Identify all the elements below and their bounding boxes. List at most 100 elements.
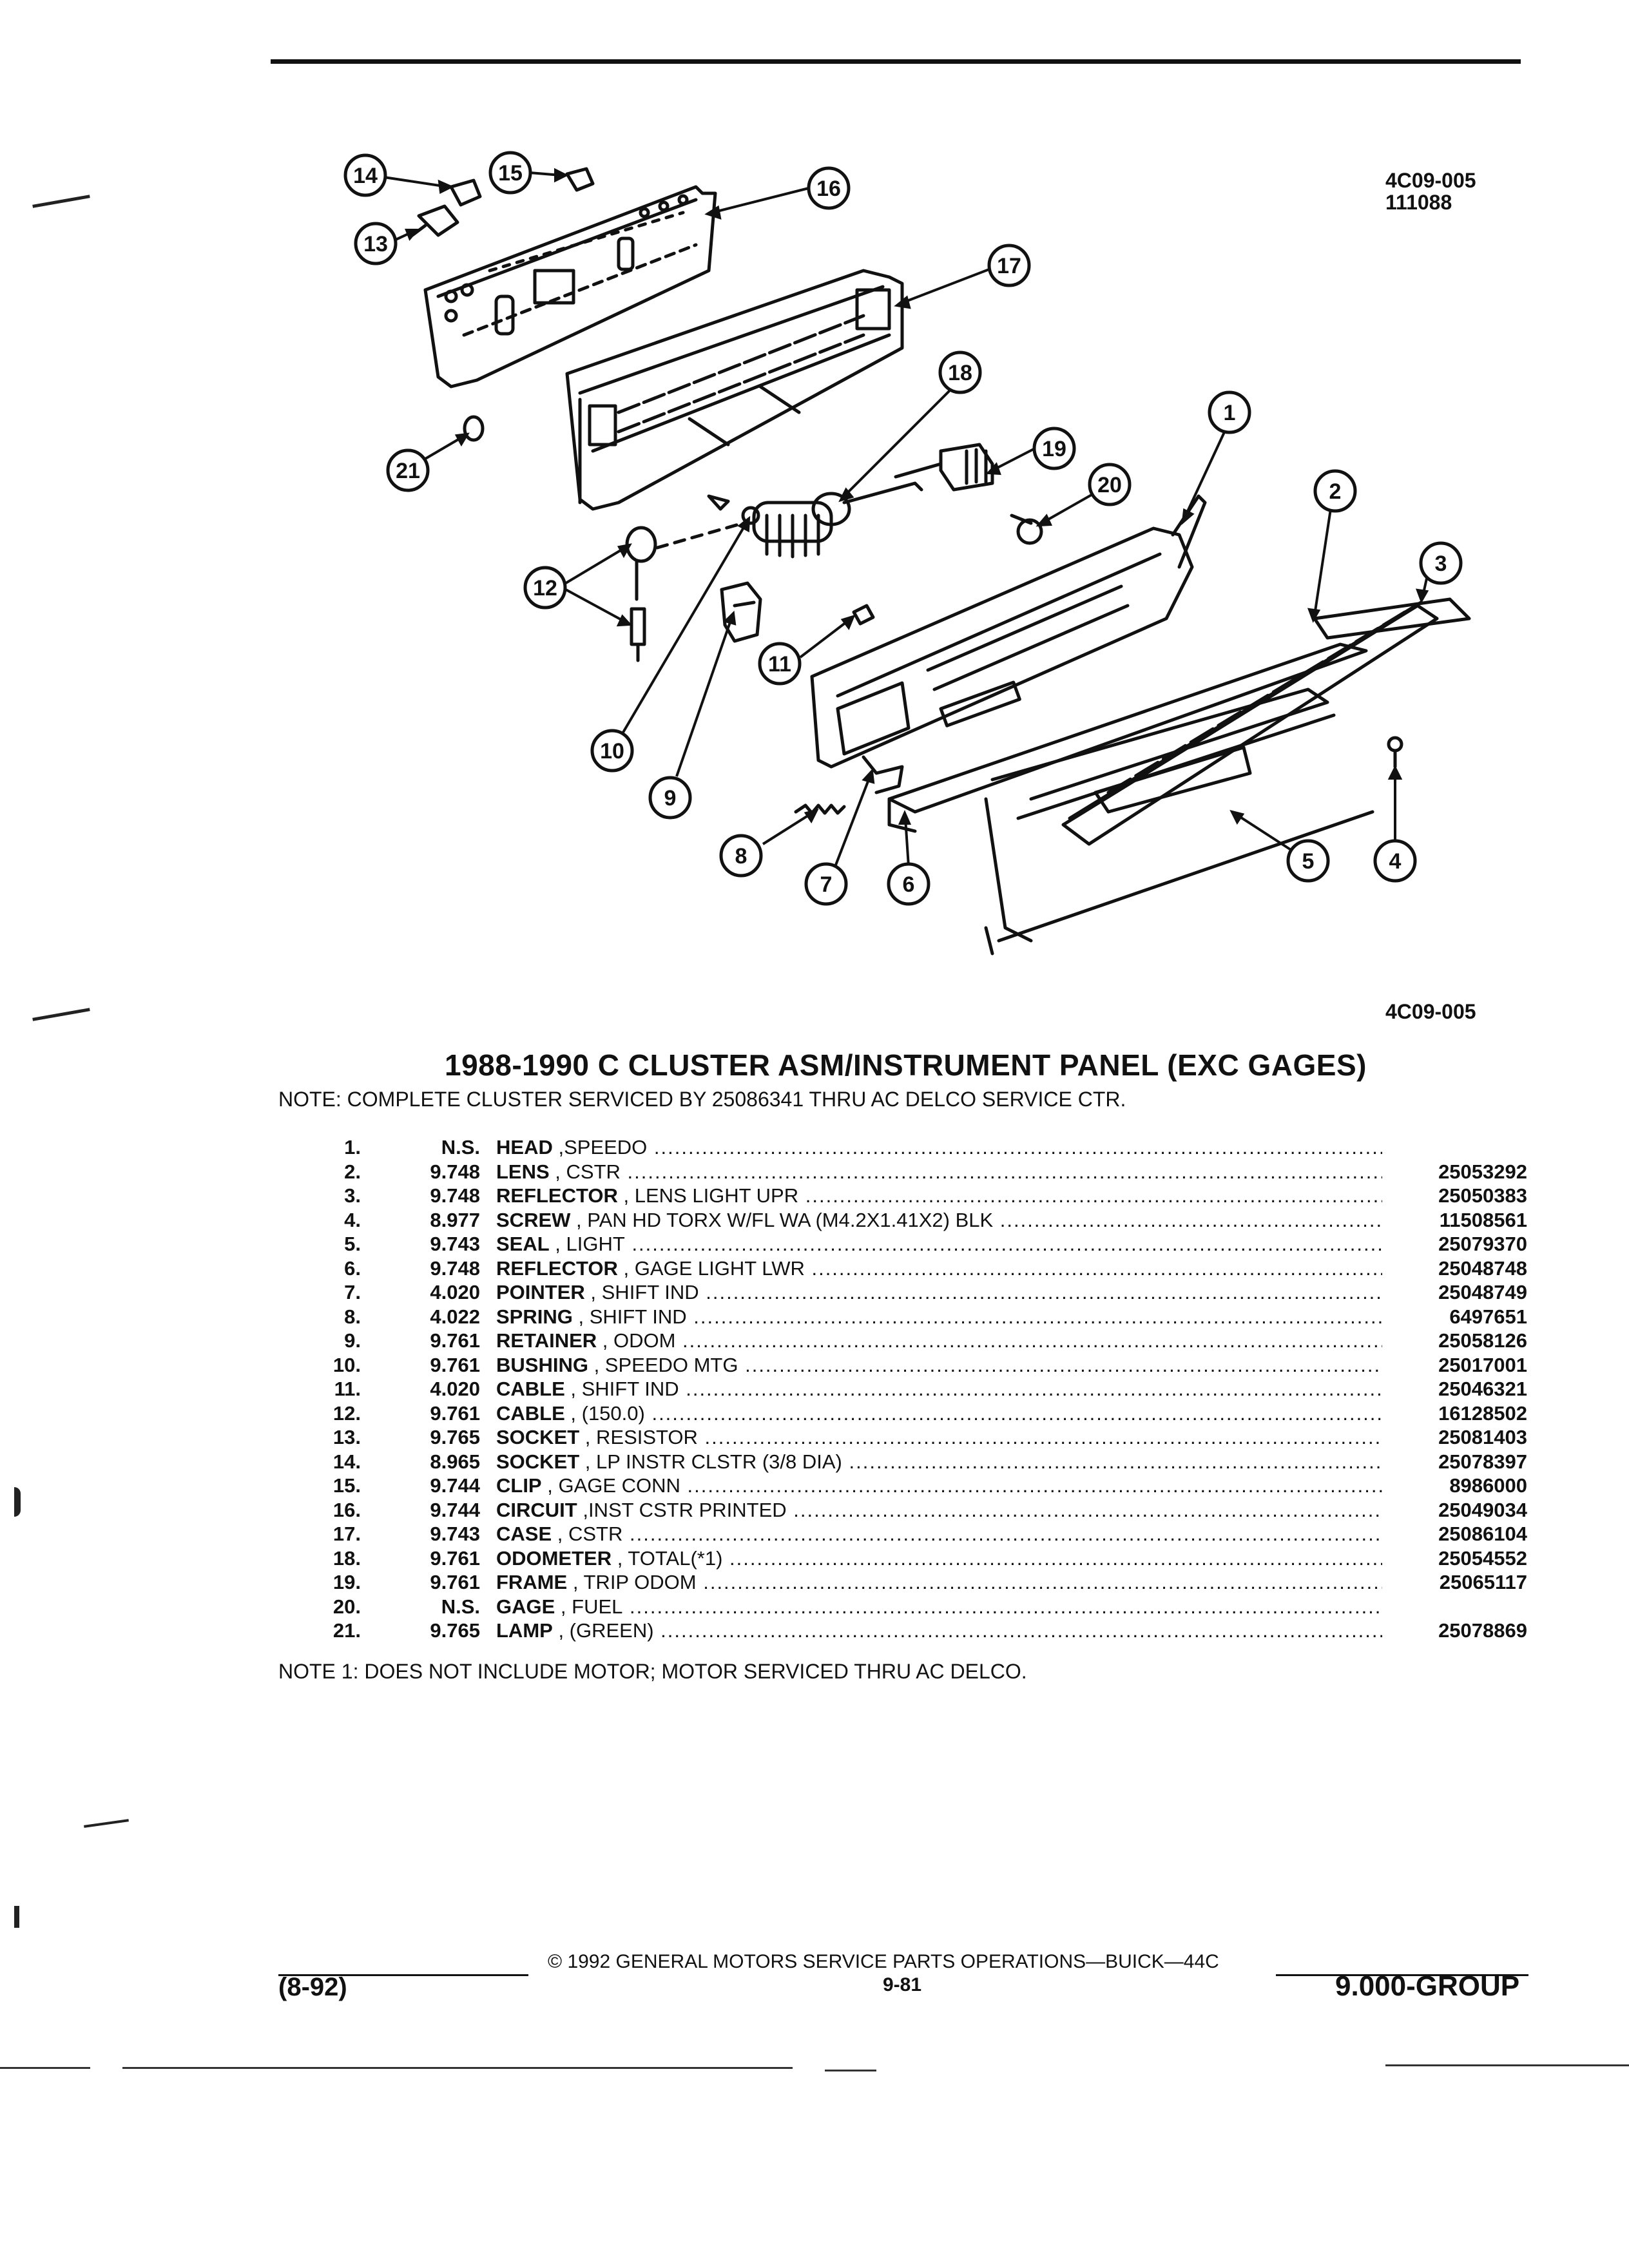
part-number: 25079370 (1389, 1232, 1527, 1256)
part-name: SPRING (496, 1305, 573, 1328)
fuel-gage-shape (1010, 514, 1043, 545)
lamp-socket-shape (449, 178, 482, 207)
pointer-shape (862, 755, 904, 794)
item-number: 6. (344, 1256, 361, 1280)
group-number: 9.748 (430, 1256, 480, 1280)
part-detail: , LENS LIGHT UPR (617, 1184, 799, 1207)
figure-ref-code-bottom: 4C09-005 (1385, 1000, 1476, 1023)
footer-copyright: © 1992 GENERAL MOTORS SERVICE PARTS OPER… (548, 1951, 1219, 1972)
gage-clip-shape (565, 167, 595, 192)
part-description: CABLE , SHIFT IND (496, 1377, 1382, 1401)
group-number: 9.743 (430, 1523, 480, 1545)
part-number: 6497651 (1389, 1304, 1527, 1329)
part-description: CIRCUIT ,INST CSTR PRINTED (496, 1498, 1382, 1523)
part-name: SCREW (496, 1208, 571, 1231)
top-rule (271, 59, 1521, 64)
part-name: CIRCUIT (496, 1498, 577, 1521)
item-number: 11. (334, 1378, 361, 1400)
group-number: 9.743 (430, 1233, 480, 1255)
callout-9: 9 (664, 786, 677, 811)
part-name: LAMP (496, 1619, 553, 1642)
callout-20: 20 (1097, 473, 1122, 497)
footer-rule-left (278, 1974, 528, 1976)
figure-ref-code-top: 4C09-005 (1385, 169, 1476, 192)
part-description: SOCKET , RESISTOR (496, 1425, 1382, 1450)
part-number: 25078397 (1389, 1449, 1527, 1474)
part-number: 25048748 (1389, 1256, 1527, 1280)
group-number: 9.761 (430, 1401, 480, 1425)
group-number: 9.761 (430, 1329, 480, 1352)
part-detail: , GAGE CONN (541, 1474, 680, 1497)
part-name: CASE (496, 1523, 552, 1545)
parts-row: 1.N.S.HEAD ,SPEEDO (309, 1135, 1527, 1160)
part-number: 11508561 (1389, 1207, 1527, 1232)
part-number: 25049034 (1389, 1497, 1527, 1522)
group-number: 9.761 (430, 1546, 480, 1570)
footer-page-number: 9-81 (883, 1974, 922, 1995)
part-number: 25086104 (1389, 1522, 1527, 1546)
part-description: HEAD ,SPEEDO (496, 1135, 1382, 1160)
part-detail: , SHIFT IND (572, 1305, 687, 1328)
group-number: 9.748 (430, 1184, 480, 1207)
part-number: 16128502 (1389, 1401, 1527, 1425)
part-name: REFLECTOR (496, 1256, 618, 1280)
group-number: 4.020 (430, 1378, 480, 1400)
part-name: SOCKET (496, 1426, 580, 1448)
group-number: 9.761 (430, 1353, 480, 1376)
cluster-case-shape (565, 269, 904, 511)
part-description: SOCKET , LP INSTR CLSTR (3/8 DIA) (496, 1450, 1382, 1474)
part-detail: , PAN HD TORX W/FL WA (M4.2X1.41X2) BLK (570, 1208, 994, 1231)
callout-16: 16 (816, 177, 841, 201)
part-name: FRAME (496, 1571, 568, 1593)
trip-frame-shape (939, 443, 994, 492)
part-detail: , SPEEDO MTG (588, 1353, 738, 1376)
part-number: 25054552 (1389, 1546, 1527, 1570)
item-number: 7. (344, 1281, 361, 1303)
part-detail: , GAGE LIGHT LWR (617, 1256, 805, 1280)
light-seal-shape (984, 687, 1374, 956)
scan-artifact-line (825, 2070, 876, 2071)
item-number: 19. (333, 1571, 361, 1593)
part-description: REFLECTOR , GAGE LIGHT LWR (496, 1256, 1382, 1281)
group-number: 9.765 (430, 1619, 480, 1642)
footer-group: 9.000-GROUP (1335, 1970, 1520, 2002)
bushing-shape (707, 494, 760, 525)
group-number: 9.765 (430, 1426, 480, 1448)
part-name: POINTER (496, 1281, 585, 1303)
part-detail: , CSTR (549, 1160, 621, 1183)
group-number: 9.744 (430, 1498, 480, 1521)
part-description: REFLECTOR , LENS LIGHT UPR (496, 1184, 1382, 1208)
resistor-socket-shape (410, 204, 459, 237)
speedo-cable-shape (625, 520, 749, 662)
part-detail: , (150.0) (564, 1401, 645, 1425)
part-description: LAMP , (GREEN) (496, 1619, 1382, 1643)
item-number: 12. (333, 1401, 361, 1425)
footnote-1: NOTE 1: DOES NOT INCLUDE MOTOR; MOTOR SE… (278, 1660, 1027, 1683)
part-number: 8986000 (1389, 1474, 1527, 1498)
part-description: LENS , CSTR (496, 1160, 1382, 1184)
retainer-shape (720, 581, 762, 643)
callout-7: 7 (820, 872, 833, 897)
callout-19: 19 (1042, 437, 1066, 461)
part-number: 25058126 (1389, 1329, 1527, 1353)
part-name: GAGE (496, 1595, 555, 1618)
group-number: 9.761 (430, 1571, 480, 1593)
callout-3: 3 (1435, 552, 1447, 576)
group-number: 9.744 (430, 1474, 480, 1497)
callout-17: 17 (997, 254, 1021, 278)
scan-edge-mark (32, 1008, 90, 1021)
callout-14: 14 (353, 164, 378, 188)
item-number: 13. (333, 1426, 361, 1448)
printed-circuit-shape (423, 185, 717, 389)
green-lamp-shape (463, 415, 485, 442)
item-number: 10. (333, 1353, 361, 1376)
shift-cable-shape (852, 604, 875, 626)
part-description: FRAME , TRIP ODOM (496, 1570, 1382, 1595)
